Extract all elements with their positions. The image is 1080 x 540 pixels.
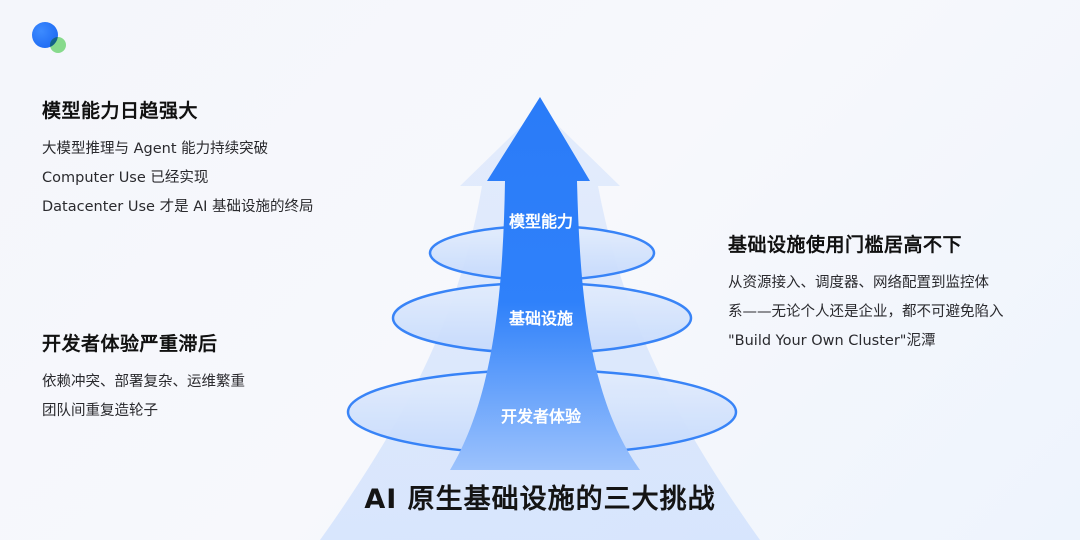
infrastructure-heading: 基础设施使用门槛居高不下: [728, 234, 963, 256]
arrow-main: [450, 97, 640, 470]
model-capability-line: Datacenter Use 才是 AI 基础设施的终局: [42, 199, 314, 215]
infrastructure-line: "Build Your Own Cluster"泥潭: [728, 333, 936, 349]
infrastructure-line: 系——无论个人还是企业，都不可避免陷入: [728, 304, 1004, 320]
brand-logo-icon: [30, 20, 74, 60]
logo-green-dot: [50, 37, 66, 53]
layer-label-bottom: 开发者体验: [501, 407, 582, 426]
model-capability-line: 大模型推理与 Agent 能力持续突破: [42, 141, 269, 157]
infrastructure-line: 从资源接入、调度器、网络配置到监控体: [728, 275, 989, 291]
infrastructure-block: 基础设施使用门槛居高不下 从资源接入、调度器、网络配置到监控体 系——无论个人还…: [728, 230, 1004, 356]
page-title: AI 原生基础设施的三大挑战: [364, 484, 716, 515]
developer-experience-line: 团队间重复造轮子: [42, 403, 158, 419]
model-capability-block: 模型能力日趋强大 大模型推理与 Agent 能力持续突破 Computer Us…: [42, 96, 314, 222]
layer-label-top: 模型能力: [509, 212, 573, 231]
developer-experience-heading: 开发者体验严重滞后: [42, 333, 218, 355]
developer-experience-line: 依赖冲突、部署复杂、运维繁重: [42, 374, 245, 390]
model-capability-line: Computer Use 已经实现: [42, 170, 209, 186]
layer-label-middle: 基础设施: [508, 309, 573, 328]
model-capability-heading: 模型能力日趋强大: [42, 100, 199, 122]
developer-experience-block: 开发者体验严重滞后 依赖冲突、部署复杂、运维繁重 团队间重复造轮子: [42, 329, 245, 426]
